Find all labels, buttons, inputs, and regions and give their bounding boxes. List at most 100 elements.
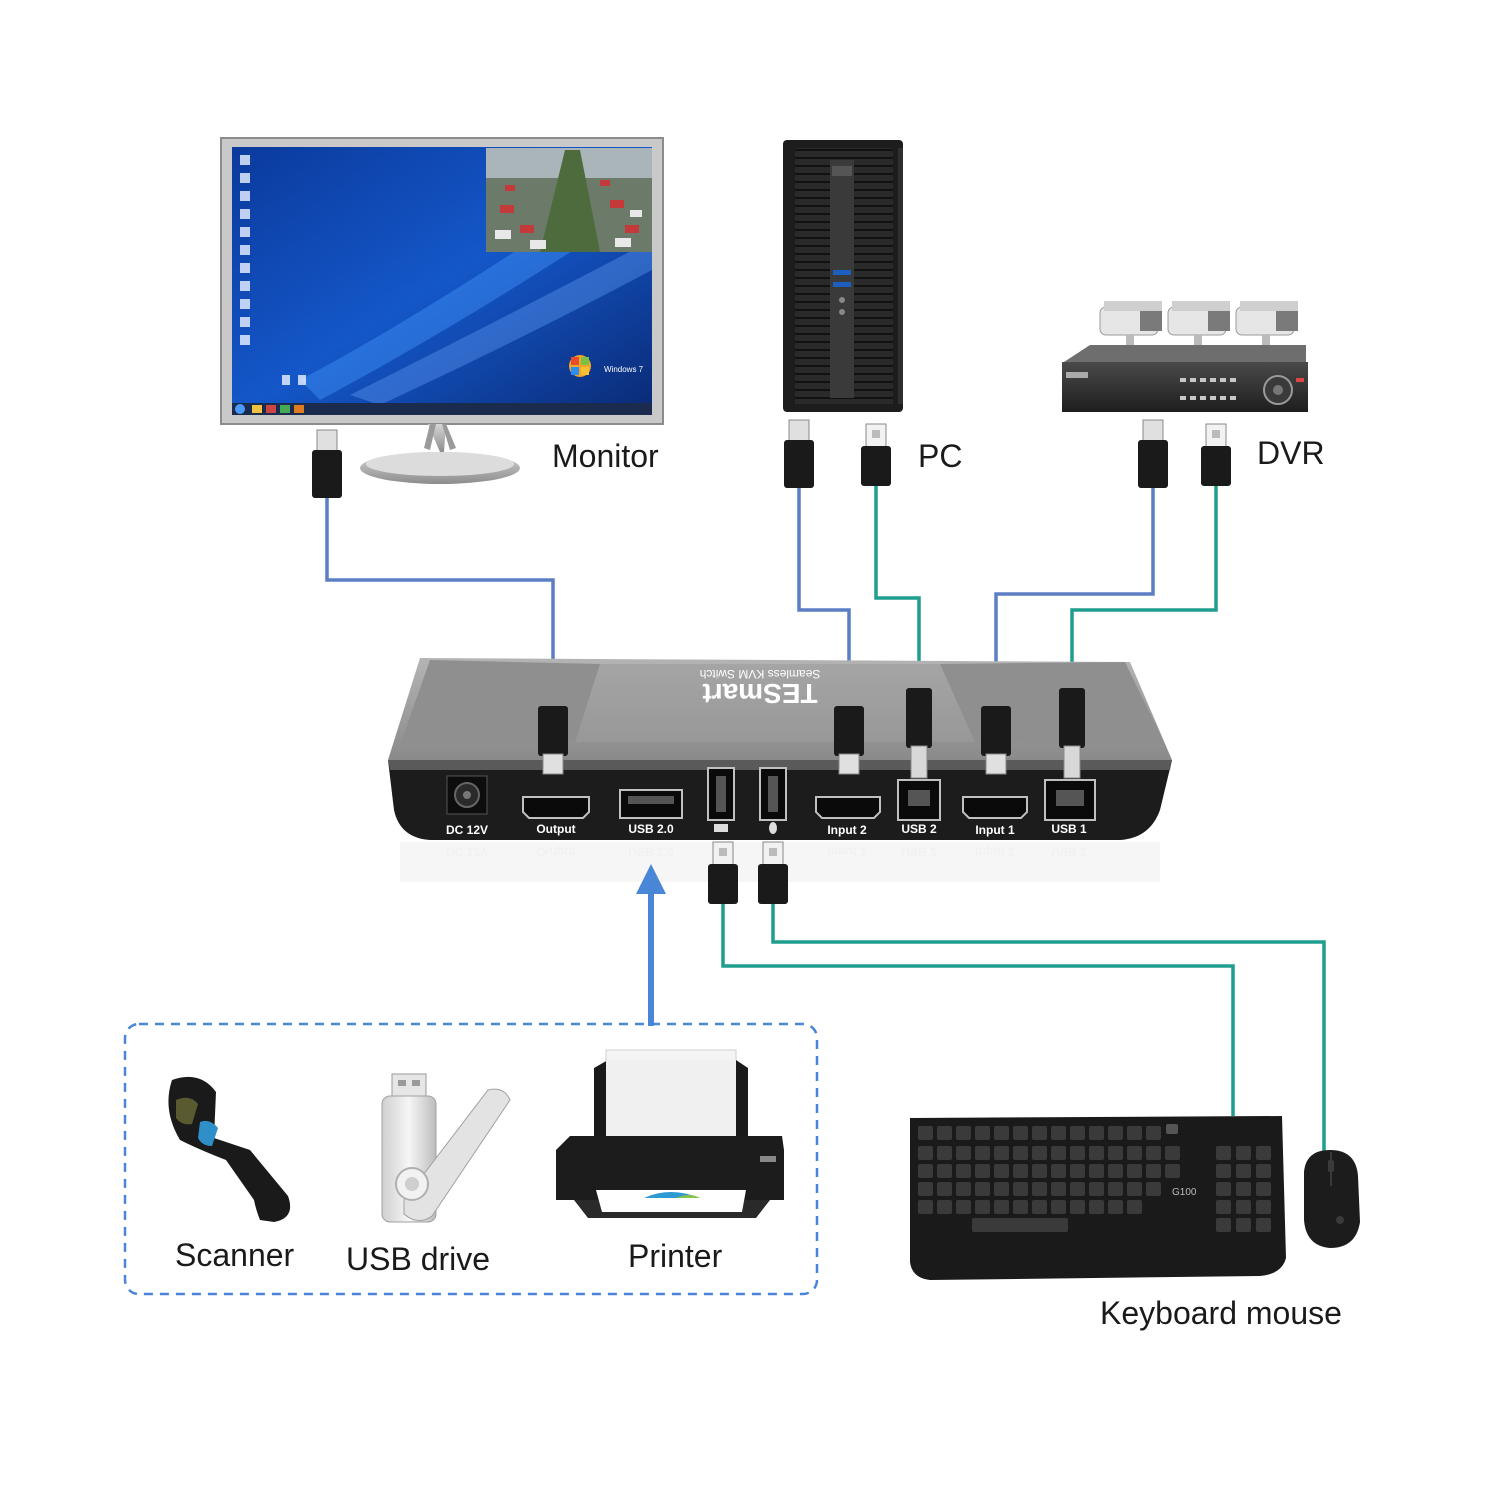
keycap [994, 1200, 1009, 1214]
port-label-input1: Input 1 [975, 823, 1015, 837]
usb-plug-dvr [1201, 424, 1231, 486]
keycap [1146, 1164, 1161, 1178]
keycap [1127, 1126, 1142, 1140]
hdmi-input1-port[interactable] [963, 797, 1027, 818]
hdmi-plug-output [538, 706, 568, 774]
keycap [1013, 1182, 1028, 1196]
svg-text:Output: Output [536, 845, 575, 859]
numpad-key [1236, 1146, 1251, 1160]
switch-model: Seamless KVM Switch [700, 667, 821, 681]
usb-drive-label: USB drive [346, 1241, 490, 1277]
keycap [956, 1200, 971, 1214]
dvr-unit [1062, 301, 1308, 412]
keycap [937, 1126, 952, 1140]
svg-text:Input 2: Input 2 [827, 845, 867, 859]
svg-text:USB 1: USB 1 [1051, 845, 1087, 859]
keycap [1127, 1146, 1142, 1160]
dc-power-port[interactable] [447, 776, 487, 814]
keycap [1146, 1126, 1161, 1140]
keycap [1127, 1182, 1142, 1196]
port-label-usb20: USB 2.0 [628, 822, 674, 836]
keycap [1032, 1164, 1047, 1178]
keycap [1070, 1126, 1085, 1140]
keycap [937, 1164, 952, 1178]
keycap [1051, 1164, 1066, 1178]
numpad-key [1216, 1164, 1231, 1178]
keycap [1013, 1126, 1028, 1140]
numpad-key [1216, 1146, 1231, 1160]
usb-cable-keyboard [723, 904, 1233, 1116]
keycap [1108, 1182, 1123, 1196]
mouse-usb-port[interactable] [760, 768, 786, 820]
keycap [918, 1182, 933, 1196]
svg-text:DC 12V: DC 12V [446, 845, 488, 859]
keycap [1089, 1126, 1104, 1140]
keycap [1089, 1146, 1104, 1160]
numpad-key [1236, 1200, 1251, 1214]
keyboard-mouse-label: Keyboard mouse [1100, 1295, 1342, 1331]
port-label-dc: DC 12V [446, 823, 488, 837]
hdmi-output-port[interactable] [523, 797, 589, 818]
hdmi-input2-port[interactable] [816, 797, 880, 818]
port-label-usb1: USB 1 [1051, 822, 1087, 836]
usb20-port[interactable] [620, 790, 682, 818]
numpad-key [1256, 1218, 1271, 1232]
keycap [994, 1146, 1009, 1160]
keycap [956, 1126, 971, 1140]
keycap [1070, 1200, 1085, 1214]
usb-drive-icon [382, 1074, 510, 1222]
keycap [1089, 1182, 1104, 1196]
keycap [1089, 1164, 1104, 1178]
keycap [918, 1200, 933, 1214]
hdmi-plug-monitor [312, 430, 342, 498]
keycap [1108, 1146, 1123, 1160]
numpad-key [1236, 1164, 1251, 1178]
keycap [1070, 1146, 1085, 1160]
numpad-key [1236, 1182, 1251, 1196]
usb2-b-port[interactable] [898, 780, 940, 820]
keycap [1013, 1200, 1028, 1214]
keycap [1013, 1146, 1028, 1160]
monitor-label: Monitor [552, 438, 659, 474]
usb-plug-pc [861, 424, 891, 486]
barcode-scanner-icon [168, 1077, 290, 1222]
keycap [1032, 1126, 1047, 1140]
numpad-key [1256, 1182, 1271, 1196]
scanner-label: Scanner [175, 1237, 295, 1273]
usb20-peripherals-arrow [636, 864, 666, 1026]
keycap [975, 1126, 990, 1140]
port-label-usb2: USB 2 [901, 822, 937, 836]
keycap [975, 1200, 990, 1214]
keycap [994, 1164, 1009, 1178]
numpad-key [1216, 1200, 1231, 1214]
hdmi-plug-input1 [981, 706, 1011, 774]
svg-text:USB 2: USB 2 [901, 845, 937, 859]
keycap [1108, 1126, 1123, 1140]
keycap [994, 1182, 1009, 1196]
keycap [1127, 1200, 1142, 1214]
keyboard-usb-port[interactable] [708, 768, 734, 820]
pc-label: PC [918, 438, 962, 474]
keycap [937, 1200, 952, 1214]
hdmi-plug-pc [784, 420, 814, 488]
keycap [1108, 1200, 1123, 1214]
numpad-key [1216, 1182, 1231, 1196]
monitor: Windows 7 [221, 138, 663, 484]
keycap [1051, 1146, 1066, 1160]
keycap [918, 1126, 933, 1140]
keycap [975, 1182, 990, 1196]
keycap [918, 1164, 933, 1178]
hdmi-plug-dvr [1138, 420, 1168, 488]
keycap [1070, 1164, 1085, 1178]
usb1-b-port[interactable] [1045, 780, 1095, 820]
usb-cable-dvr-usb1 [1072, 486, 1216, 688]
keycap [1013, 1164, 1028, 1178]
keycap [1089, 1200, 1104, 1214]
mouse-symbol-icon [769, 822, 777, 834]
numpad-key [1256, 1146, 1271, 1160]
numpad-key [1256, 1164, 1271, 1178]
keycap [1070, 1182, 1085, 1196]
numpad-key [1216, 1218, 1231, 1232]
keycap [1051, 1182, 1066, 1196]
